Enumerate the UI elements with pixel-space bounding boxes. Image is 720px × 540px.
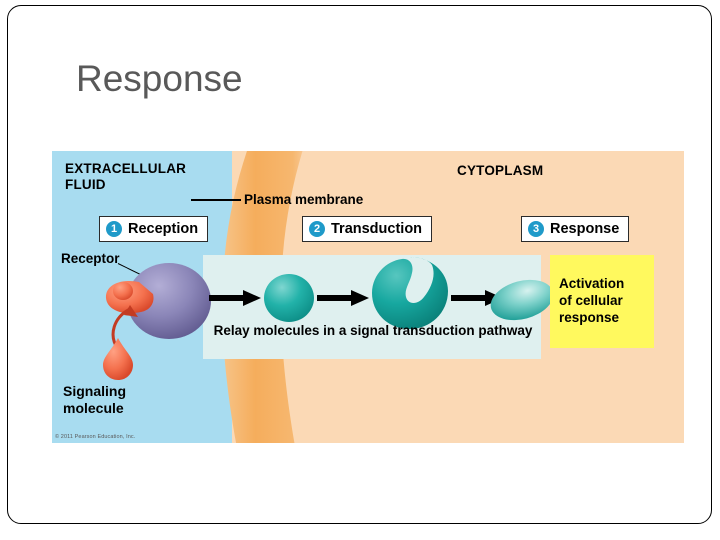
step-number-badge: 1	[106, 221, 122, 237]
signaling-molecule-icon	[101, 337, 135, 381]
step-label: Transduction	[331, 221, 423, 237]
signaling-molecule-label: Signaling molecule	[63, 383, 126, 416]
step-label: Reception	[128, 221, 199, 237]
page-title: Response	[76, 58, 243, 99]
relay-molecule-circle-icon	[263, 273, 315, 323]
signal-transduction-diagram: EXTRACELLULAR FLUID CYTOPLASM Plasma mem…	[52, 151, 684, 443]
step-label: Response	[550, 221, 620, 237]
transduction-panel	[203, 255, 541, 359]
copyright-credit: © 2011 Pearson Education, Inc.	[55, 434, 136, 440]
activation-response-text: Activation of cellular response	[559, 276, 625, 325]
cytoplasm-label: CYTOPLASM	[457, 163, 544, 178]
step-number-badge: 2	[309, 221, 325, 237]
right-arrow-icon	[209, 287, 261, 309]
step-box-response[interactable]: 3 Response	[521, 216, 630, 242]
relay-molecule-ellipse-icon	[489, 278, 555, 322]
plasma-membrane-label: Plasma membrane	[244, 192, 364, 207]
receptor-label: Receptor	[61, 251, 120, 266]
extracellular-fluid-label: EXTRACELLULAR FLUID	[65, 161, 187, 192]
relay-molecules-caption: Relay molecules in a signal transduction…	[213, 323, 533, 338]
step-number-badge: 3	[528, 221, 544, 237]
step-box-reception[interactable]: 1 Reception	[99, 216, 209, 242]
step-box-transduction[interactable]: 2 Transduction	[302, 216, 433, 242]
activation-response-box: Activation of cellular response	[550, 255, 654, 348]
plasma-membrane-leader-line	[191, 199, 241, 201]
slide: Response EXTRACELLULAR FLUID	[7, 5, 712, 524]
right-arrow-icon	[317, 287, 369, 309]
receptor-protein-icon	[103, 258, 213, 342]
relay-molecule-kidney-icon	[370, 255, 450, 331]
